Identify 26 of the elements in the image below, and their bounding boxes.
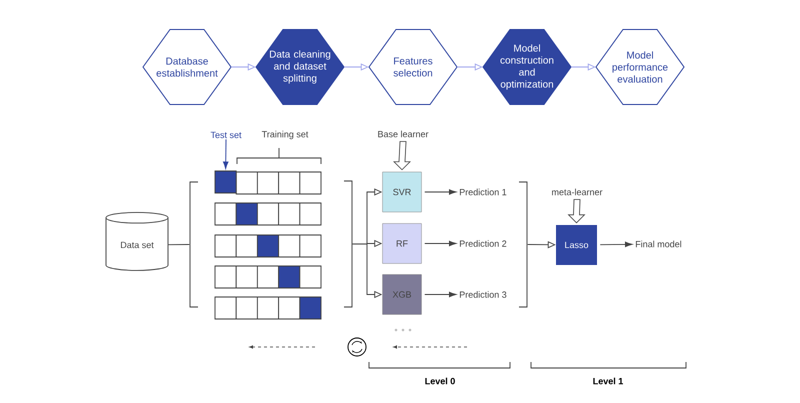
bracket: [518, 182, 528, 308]
model-box: Lasso: [556, 225, 597, 265]
step-label: Base learner: [378, 130, 428, 138]
level-label: Level 0: [425, 378, 455, 384]
step-label: meta-learner: [552, 188, 602, 196]
output-label: Final model: [636, 240, 682, 248]
block-arrow: [568, 199, 586, 224]
model-box: RF: [382, 223, 422, 264]
block-arrow: [393, 141, 411, 170]
step-label: Test set: [210, 132, 242, 138]
database-cylinder: Data set: [106, 212, 168, 271]
output-label: Prediction 2: [460, 240, 506, 247]
model-box: SVR: [382, 172, 422, 212]
arrow: [223, 138, 228, 169]
arrow: [424, 292, 456, 298]
output-label: Prediction 1: [460, 188, 506, 196]
level-label: Level 1: [593, 378, 623, 384]
bracket: [344, 180, 352, 308]
bracket: [190, 182, 198, 308]
bracket-label: Training set: [262, 130, 308, 140]
arrow: [600, 242, 632, 248]
arrow: [424, 189, 456, 195]
output-label: Prediction 3: [460, 291, 506, 298]
test-cell: [214, 170, 237, 194]
arrow: [424, 240, 456, 246]
model-box: XGB: [382, 274, 422, 315]
